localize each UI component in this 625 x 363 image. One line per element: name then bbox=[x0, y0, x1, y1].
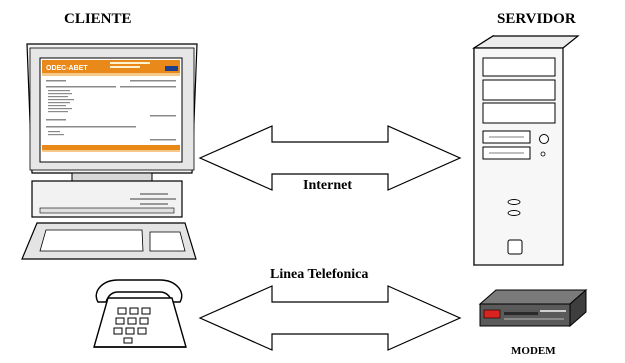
internet-double-arrow bbox=[198, 125, 462, 191]
desktop-computer-icon: ODEC-ABET bbox=[21, 43, 198, 260]
modem-label: MODEM bbox=[511, 345, 556, 357]
phone-line-double-arrow bbox=[198, 285, 462, 351]
telephone-icon bbox=[93, 279, 187, 348]
server-label: SERVIDOR bbox=[497, 11, 576, 27]
screen-logo: ODEC-ABET bbox=[46, 65, 88, 72]
phone-line-label: Linea Telefonica bbox=[270, 267, 369, 282]
modem-icon bbox=[478, 288, 588, 328]
internet-label: Internet bbox=[303, 178, 352, 193]
tower-server-icon bbox=[471, 34, 580, 267]
client-label: CLIENTE bbox=[64, 11, 132, 27]
